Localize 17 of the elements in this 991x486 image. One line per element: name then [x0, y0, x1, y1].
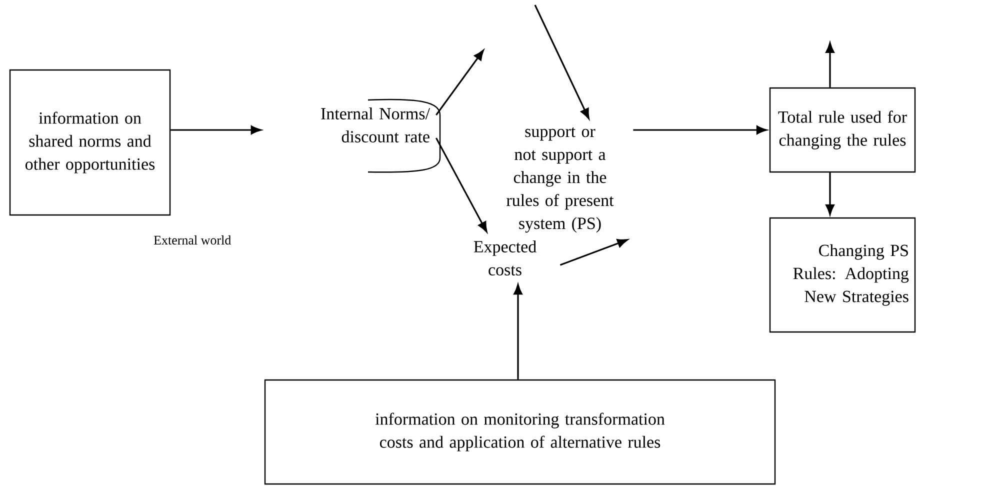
arrow — [436, 50, 484, 116]
text-box: information on shared norms and other opportunities — [9, 69, 171, 216]
node-text: Internal Norms/ discount rate — [321, 108, 430, 142]
arrow — [560, 238, 628, 266]
arrow — [534, 4, 590, 120]
node-text: Expected costs — [474, 240, 536, 276]
region-label: External world — [154, 235, 231, 245]
arrow — [514, 284, 522, 380]
text-box: Total rule used for changing the rules — [769, 87, 916, 173]
arrow — [170, 126, 262, 134]
node-text: support or not support a change in the rules of present system (PS) — [506, 127, 614, 233]
arrow — [826, 172, 834, 215]
arrow — [436, 138, 488, 232]
arrow — [826, 42, 834, 88]
arrow — [633, 126, 767, 134]
text-box: Changing PS Rules: Adopting New Strategies — [769, 217, 916, 333]
text-box: information on monitoring transformation costs and application of alternative rules — [264, 379, 776, 485]
